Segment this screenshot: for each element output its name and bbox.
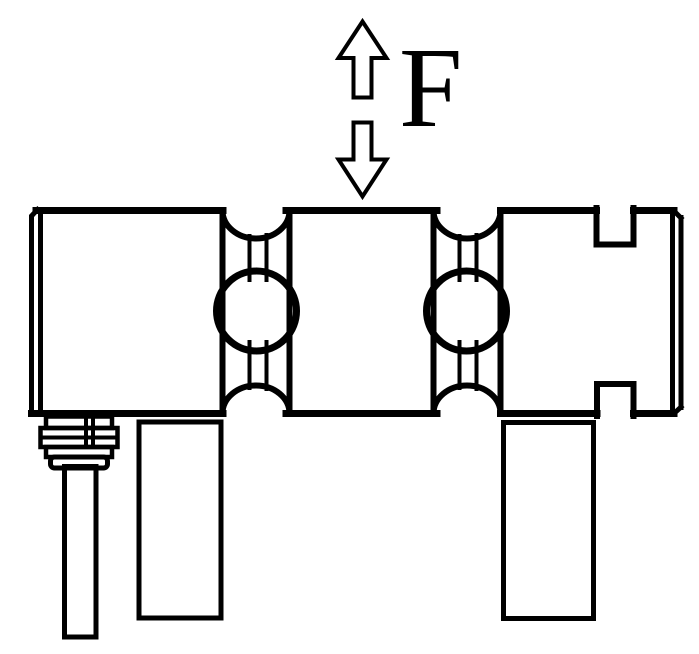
right-bottom-chamfer (670, 403, 685, 418)
load-cell-body (28, 205, 685, 419)
left-shear-section (213, 207, 300, 417)
center-loading-section (282, 207, 441, 417)
right-support-block (501, 420, 596, 621)
left-bottom-relief-notch (219, 382, 293, 417)
cable (62, 464, 99, 640)
force-arrows: F (334, 17, 462, 201)
cable-assembly (38, 414, 120, 640)
right-strain-bore (423, 267, 510, 355)
left-support-block (136, 419, 224, 621)
force-down-arrow-icon (334, 120, 391, 201)
right-bottom-relief-notch (430, 382, 504, 417)
right-end-block (497, 205, 685, 419)
left-strain-bore (213, 267, 300, 355)
right-top-slot (593, 205, 637, 248)
gland-divider-ticks (84, 414, 95, 449)
force-up-arrow-icon (334, 17, 391, 100)
left-top-relief-notch (219, 207, 293, 242)
left-end-block (28, 205, 227, 417)
right-shear-section (423, 207, 510, 417)
right-bottom-slot (594, 381, 637, 419)
right-top-relief-notch (430, 207, 504, 242)
force-label: F (399, 24, 462, 151)
supports (136, 419, 596, 621)
